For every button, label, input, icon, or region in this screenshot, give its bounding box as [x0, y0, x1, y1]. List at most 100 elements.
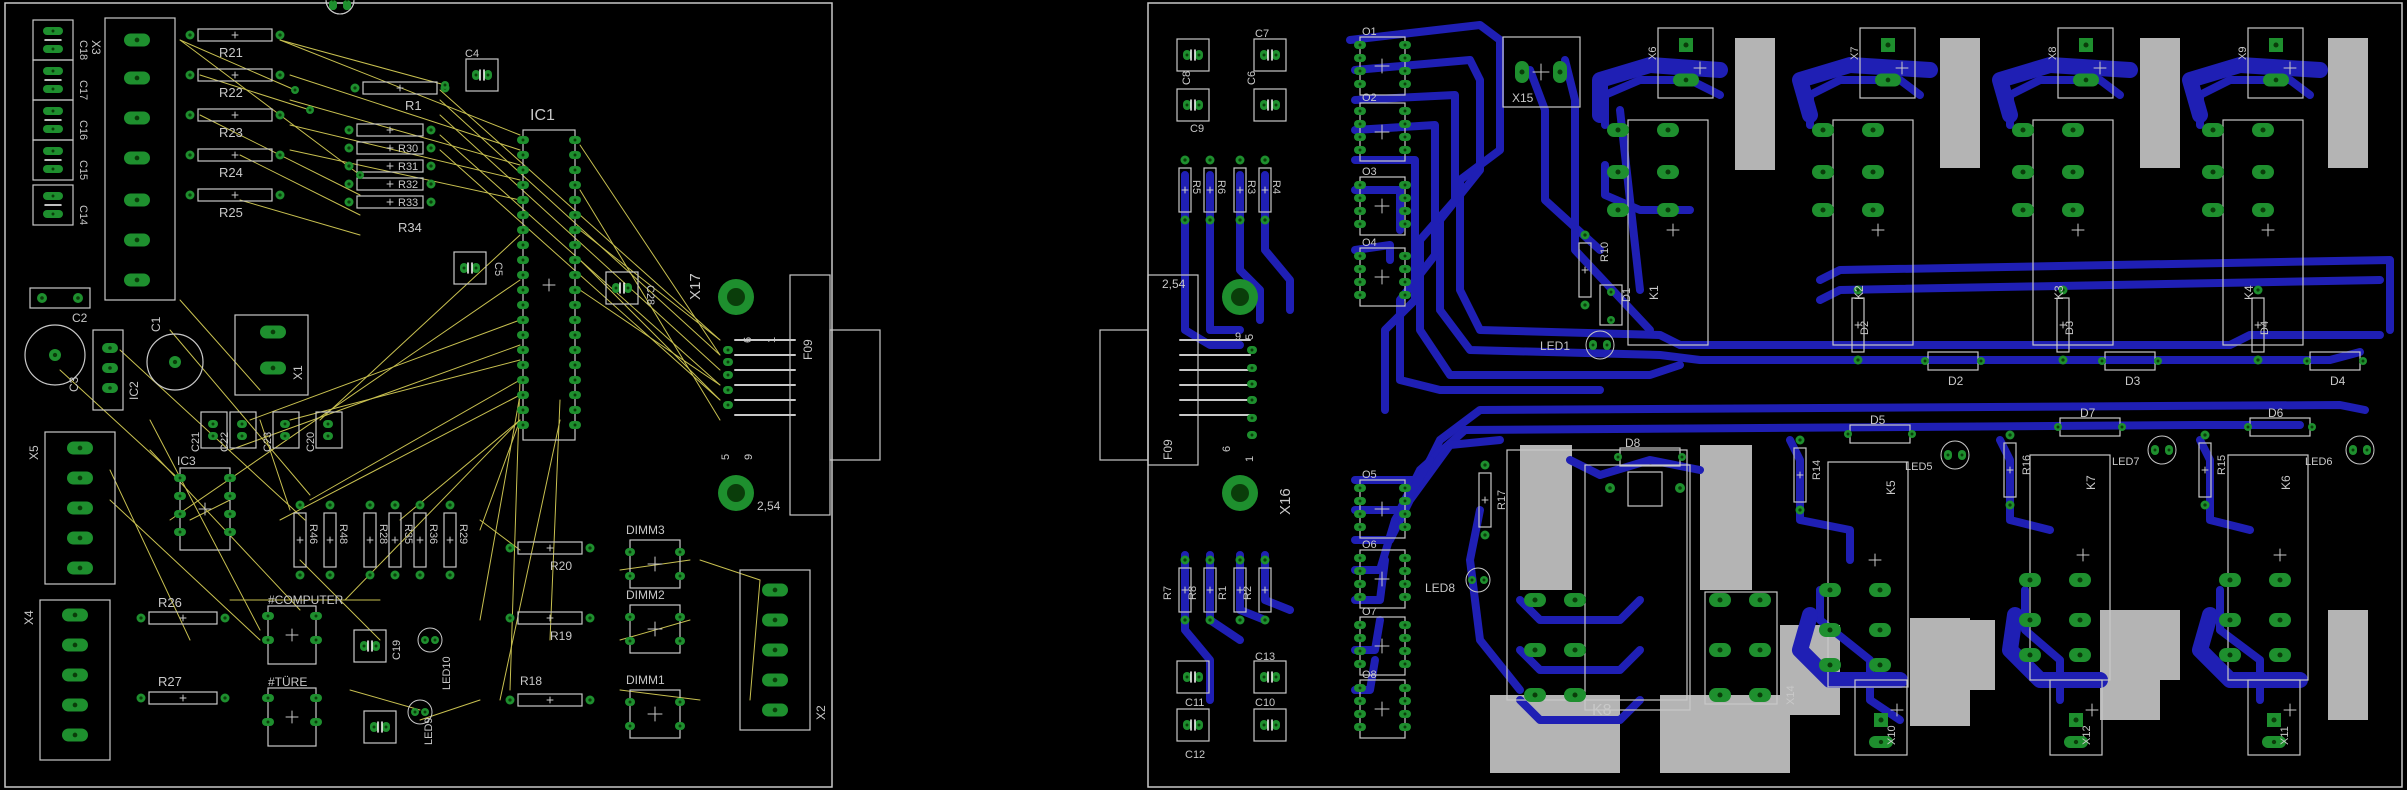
pad-hole [1615, 207, 1621, 213]
pad-hole [726, 360, 730, 364]
copper-trace [1236, 551, 1269, 624]
label-c28: C28 [644, 285, 656, 305]
pad-hole [678, 550, 682, 554]
pad-hole [51, 29, 55, 33]
pad-hole [1403, 486, 1407, 490]
thick-trace [1992, 57, 2138, 123]
pad-hole [521, 423, 525, 427]
pad-hole [2246, 425, 2250, 429]
diode-d1 [1599, 284, 1623, 326]
pad-hole [1358, 254, 1362, 258]
capacitor-outline [29, 287, 91, 309]
pad-hole [1820, 207, 1826, 213]
mount-hole-center [1231, 288, 1249, 306]
label-k2: K2 [1852, 285, 1866, 300]
pad-hole [1403, 699, 1407, 703]
mount-hole-center [1231, 484, 1249, 502]
pad-hole [1403, 183, 1407, 187]
pad-hole [1358, 280, 1362, 284]
resistor-outline [1178, 567, 1192, 613]
pad-hole [573, 243, 577, 247]
label-c14: C14 [77, 205, 89, 225]
label-k5: K5 [1884, 480, 1898, 495]
pad-hole [1262, 53, 1266, 57]
pad-hole [223, 616, 227, 620]
pad-hole [474, 266, 478, 270]
pad-hole [1238, 218, 1242, 222]
terminal-outline [2049, 679, 2103, 756]
capacitor-outline [229, 411, 257, 449]
optocoupler-outline [1359, 479, 1406, 539]
pad-hole [134, 197, 140, 203]
pad-hole [298, 503, 302, 507]
pad-hole [1403, 623, 1407, 627]
label-c10: C10 [1255, 697, 1275, 709]
x2-terminal [739, 569, 811, 731]
pad-hole [573, 138, 577, 142]
led1-outline [1585, 330, 1615, 360]
label-pin5: 5 [720, 454, 732, 460]
pad-hole [573, 303, 577, 307]
pad-hole [2203, 433, 2207, 437]
pad-hole [1403, 649, 1407, 653]
label-c17: C17 [77, 80, 89, 100]
dimm-outline [629, 539, 681, 589]
airwire [289, 99, 521, 166]
copper-trace [1996, 436, 2054, 534]
pad-hole [2203, 503, 2207, 507]
label-x16: X16 [1277, 488, 1294, 515]
pad-hole [573, 168, 577, 172]
label-r30: R30 [398, 143, 418, 155]
airwire [179, 39, 361, 176]
pad-hole [678, 574, 682, 578]
airwire [59, 369, 181, 481]
pad-hole [345, 0, 349, 2]
pad-hole [2227, 617, 2233, 623]
pad-hole [1250, 348, 1254, 352]
dimm-outline [629, 604, 681, 654]
label-o5: O5 [1362, 469, 1377, 481]
label-r35: R35 [402, 524, 414, 544]
pad-hole [211, 434, 215, 438]
pad-hole [1403, 82, 1407, 86]
pad-hole [188, 33, 192, 37]
pad-hole [1263, 218, 1267, 222]
pad-hole [1403, 686, 1407, 690]
airwire [289, 124, 521, 181]
pad-hole [573, 198, 577, 202]
pad-hole [139, 696, 143, 700]
resistor-outline [197, 108, 273, 122]
pad-hole [1197, 723, 1201, 727]
pad-hole [521, 183, 525, 187]
resistor-outline [1793, 447, 1807, 503]
pad-hole [331, 0, 335, 2]
terminal-outline [1854, 679, 1908, 756]
pad-hole [77, 445, 83, 451]
pad-hole [1532, 597, 1538, 603]
pad-hole [1403, 209, 1407, 213]
pad-hole [240, 434, 244, 438]
pad-hole [2210, 127, 2216, 133]
pad-hole [1757, 597, 1763, 603]
pad-hole [1358, 649, 1362, 653]
copper-trace [1816, 586, 1904, 724]
relay-outline [2222, 119, 2304, 346]
resistor-outline [363, 512, 377, 568]
pad-hole [2210, 169, 2216, 175]
pad-hole [1572, 597, 1578, 603]
label-led8: LED8 [1425, 581, 1455, 595]
copper-pour-area [1735, 120, 1775, 170]
copper-trace [1466, 506, 1524, 694]
pad-hole [188, 113, 192, 117]
pad-hole [462, 266, 466, 270]
pad-hole [573, 153, 577, 157]
copper-trace [2006, 76, 2124, 129]
pad-hole [134, 237, 140, 243]
label-x1: X1 [291, 365, 305, 380]
pad-hole [1683, 77, 1689, 83]
pad-hole [134, 115, 140, 121]
relay-small [1627, 471, 1663, 507]
label-c1: C1 [149, 316, 163, 332]
label-c13: C13 [1255, 651, 1275, 663]
pad-hole [1403, 499, 1407, 503]
